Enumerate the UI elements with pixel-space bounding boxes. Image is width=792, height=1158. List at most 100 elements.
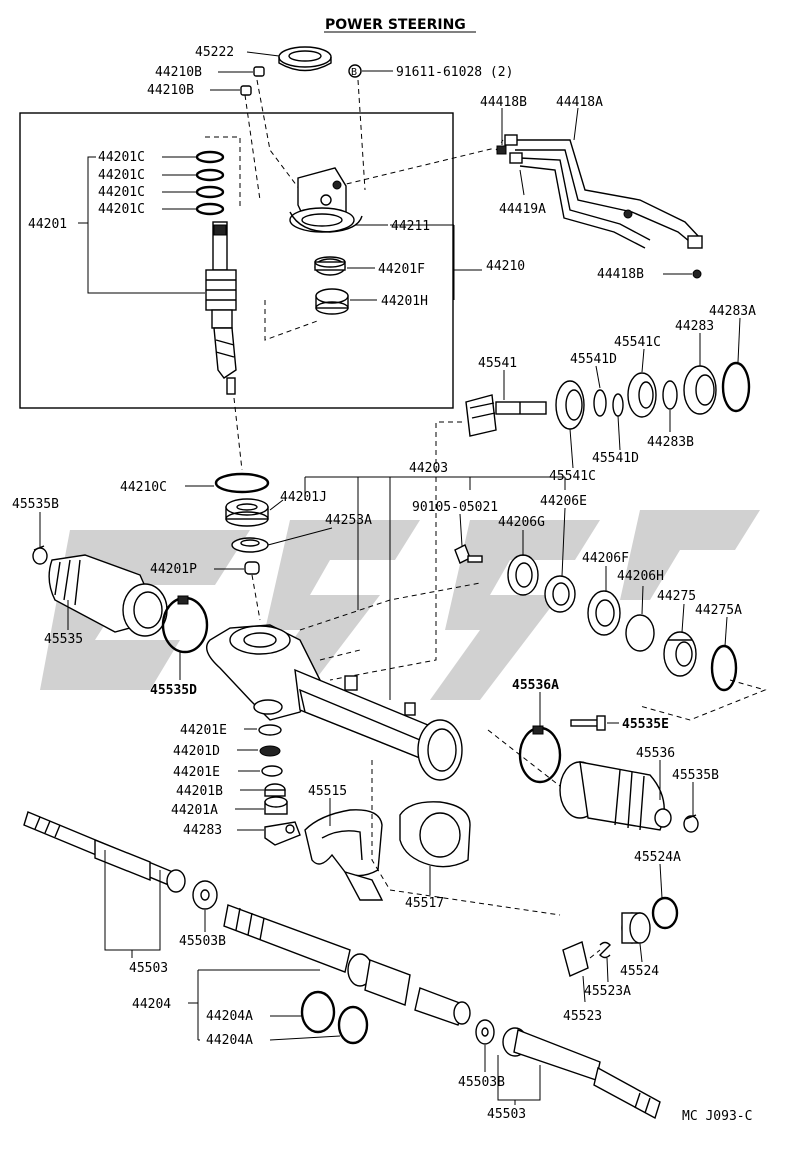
part-45536-boot [559, 761, 672, 831]
part-45541-control-valve [465, 394, 547, 437]
label-45541C-top: 45541C [614, 335, 661, 350]
part-45517-grommet [399, 801, 471, 868]
label-45517: 45517 [405, 896, 444, 911]
label-45535D: 45535D [150, 683, 197, 698]
sub-assembly-frame [19, 112, 454, 409]
label-44201C-b: 44201C [98, 168, 145, 183]
part-44201E-spacer [261, 765, 283, 777]
part-44201-pinion-shaft [205, 221, 237, 395]
label-44283B: 44283B [647, 435, 694, 450]
label-45535: 45535 [44, 632, 83, 647]
part-45535E-bolt [570, 715, 606, 731]
label-45535B-right: 45535B [672, 768, 719, 783]
part-45535-boot [48, 554, 168, 637]
label-44204A-a: 44204A [206, 1009, 253, 1024]
label-44210C: 44210C [120, 480, 167, 495]
label-44275: 44275 [657, 589, 696, 604]
label-44201E-second: 44201E [173, 765, 220, 780]
label-45503B-right: 45503B [458, 1075, 505, 1090]
label-45541D-top: 45541D [570, 352, 617, 367]
part-45536A-clamp [518, 725, 562, 784]
part-44201C-seal-rings [195, 150, 225, 216]
label-45524: 45524 [620, 964, 659, 979]
label-44253A: 44253A [325, 513, 372, 528]
label-44418B-top: 44418B [480, 95, 527, 110]
label-45503-right: 45503 [487, 1107, 526, 1122]
label-44210B-b: 44210B [147, 83, 194, 98]
diagram-title: POWER STEERING [325, 17, 466, 33]
label-44418A: 44418A [556, 95, 603, 110]
part-45535B-clip-right [683, 814, 699, 833]
part-45523-rack-guide [562, 941, 589, 977]
label-45524A: 45524A [634, 850, 681, 865]
callout-b-letter: B [351, 67, 357, 78]
part-44204-steering-rack [223, 904, 471, 1026]
part-44203-gear-housing [206, 624, 463, 781]
label-44201: 44201 [28, 217, 67, 232]
part-44210C-o-ring [214, 472, 270, 494]
label-44201C-a: 44201C [98, 150, 145, 165]
label-44201E: 44201E [180, 723, 227, 738]
label-44201D: 44201D [173, 744, 220, 759]
label-44283-bottom: 44283 [183, 823, 222, 838]
label-45503B-left: 45503B [179, 934, 226, 949]
label-44204: 44204 [132, 997, 171, 1012]
part-44201B-bearing [264, 783, 286, 797]
label-44206F: 44206F [582, 551, 629, 566]
part-44283B-ring [662, 380, 678, 410]
part-44211-valve-housing [289, 167, 363, 233]
part-44204A-ring-b [337, 1005, 369, 1045]
part-45535D-clamp [161, 595, 209, 654]
part-90105-05021-bolt [454, 544, 483, 564]
label-44201H: 44201H [381, 294, 428, 309]
part-45503B-washer-right [475, 1019, 495, 1045]
callout-b-marker [348, 64, 362, 78]
part-44201D-washer [259, 745, 281, 757]
label-44275A: 44275A [695, 603, 742, 618]
label-45535E: 45535E [622, 717, 669, 732]
part-45515-bracket [304, 809, 384, 901]
label-44206H: 44206H [617, 569, 664, 584]
part-44201F-bearing [314, 256, 346, 276]
part-44206G-seal [507, 554, 539, 596]
label-44201A: 44201A [171, 803, 218, 818]
label-44419A: 44419A [499, 202, 546, 217]
label-44211: 44211 [391, 219, 430, 234]
label-45536: 45536 [636, 746, 675, 761]
label-45536A: 45536A [512, 678, 559, 693]
part-45503B-washer-left [192, 880, 218, 910]
label-45222: 45222 [195, 45, 234, 60]
label-44418B-bottom: 44418B [597, 267, 644, 282]
part-44283A-ring [721, 361, 751, 413]
part-45541D-clip-b [612, 393, 624, 417]
part-44253A-seal [231, 537, 269, 553]
label-44283A: 44283A [709, 304, 756, 319]
label-45523: 45523 [563, 1009, 602, 1024]
label-44201J: 44201J [280, 490, 327, 505]
label-45541: 45541 [478, 356, 517, 371]
part-44204A-ring-a [300, 990, 336, 1034]
part-44201H-bearing [315, 288, 349, 315]
part-44283-seal [683, 365, 717, 415]
part-44418B-nut-lower [692, 269, 702, 279]
part-44206F-bearing [587, 590, 621, 636]
part-45524-cap [621, 912, 651, 944]
part-44275-rack-guide [663, 631, 697, 677]
part-45541C-bearing-a [555, 380, 585, 430]
part-44210B-bolt [240, 66, 265, 96]
part-45535B-clip-left [32, 545, 48, 565]
label-44283-top: 44283 [675, 319, 714, 334]
label-44203: 44203 [409, 461, 448, 476]
part-45541D-clip-a [593, 389, 607, 417]
label-44201C-c: 44201C [98, 185, 145, 200]
label-90105-05021: 90105-05021 [412, 500, 498, 515]
part-44201J-bearing [225, 498, 269, 527]
part-44275A-snap-ring [710, 644, 738, 692]
label-44206G: 44206G [498, 515, 545, 530]
part-44201A-bearing [264, 796, 288, 815]
part-44283-nut [264, 821, 301, 846]
part-44201P-plug [244, 561, 260, 575]
diagram-ref-code: MC J093-C [682, 1109, 752, 1124]
part-45503-tie-rod-left [23, 811, 186, 893]
